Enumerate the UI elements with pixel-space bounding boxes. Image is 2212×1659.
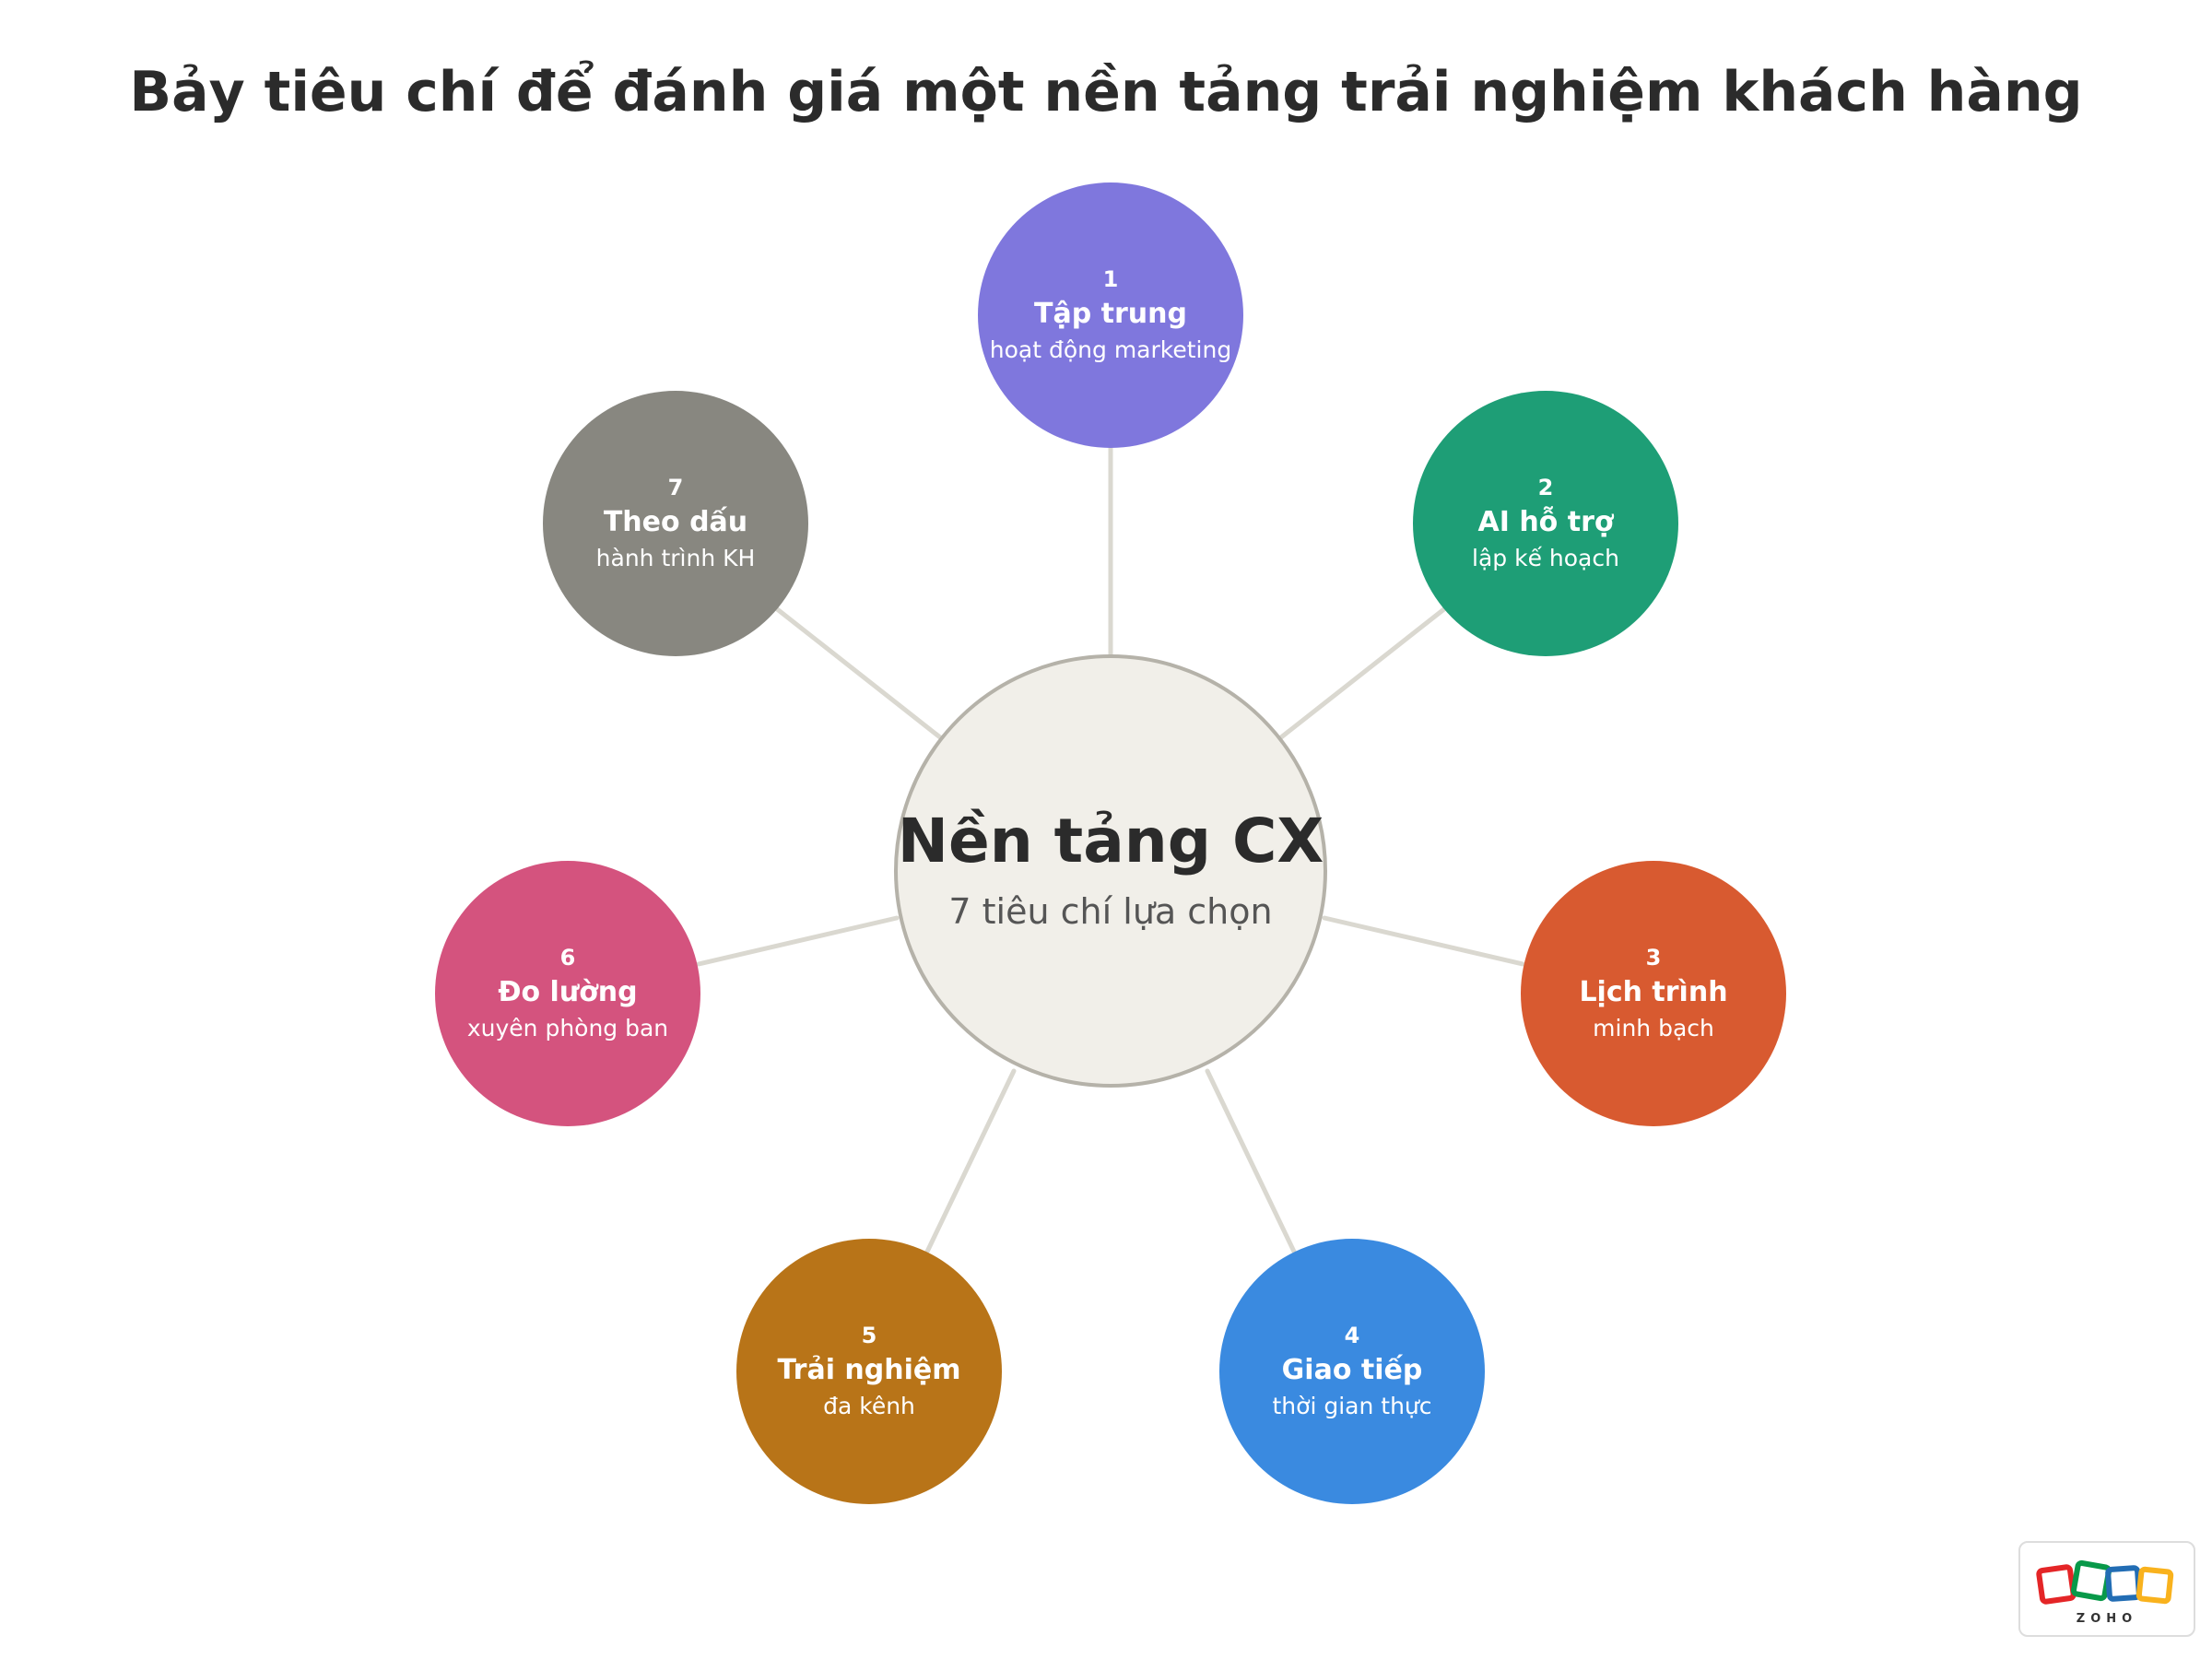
page-title: Bảy tiêu chí để đánh giá một nền tảng tr… xyxy=(129,60,2083,124)
criterion-desc: hoạt động marketing xyxy=(989,336,1232,363)
criterion-desc: minh bạch xyxy=(1593,1015,1714,1041)
criterion-number: 5 xyxy=(861,1323,877,1348)
criterion-5-circle: 5 Trải nghiệm đa kênh xyxy=(736,1239,1002,1504)
criterion-title: Đo lường xyxy=(498,976,638,1008)
criterion-desc: thời gian thực xyxy=(1272,1393,1432,1419)
logo-square-blue xyxy=(2105,1565,2142,1602)
logo-square-red xyxy=(2036,1564,2077,1605)
criterion-number: 6 xyxy=(559,945,576,971)
criterion-desc: lập kế hoạch xyxy=(1472,545,1619,571)
criterion-4-circle: 4 Giao tiếp thời gian thực xyxy=(1219,1239,1485,1504)
zoho-logo-icon: ZOHO xyxy=(2036,1559,2174,1626)
logo-square-yellow xyxy=(2136,1566,2174,1605)
criterion-title: AI hỗ trợ xyxy=(1477,506,1614,538)
criterion-2-circle: 2 AI hỗ trợ lập kế hoạch xyxy=(1413,391,1678,656)
criterion-3-circle: 3 Lịch trình minh bạch xyxy=(1521,861,1786,1126)
criterion-title: Theo dấu xyxy=(603,506,748,538)
criterion-desc: hành trình KH xyxy=(595,545,756,571)
criterion-number: 7 xyxy=(667,475,684,500)
criterion-desc: xuyên phòng ban xyxy=(466,1015,669,1041)
hub-title: Nền tảng CX xyxy=(897,806,1324,877)
criterion-title: Tập trung xyxy=(1034,298,1187,330)
criterion-6-circle: 6 Đo lường xuyên phòng ban xyxy=(435,861,700,1126)
criterion-title: Lịch trình xyxy=(1579,976,1728,1008)
connector-4 xyxy=(1205,1068,1297,1254)
criterion-title: Trải nghiệm xyxy=(777,1354,961,1386)
connector-6 xyxy=(696,915,900,967)
logo-text: ZOHO xyxy=(2077,1612,2137,1626)
criterion-desc: đa kênh xyxy=(823,1393,915,1419)
connector-7 xyxy=(773,606,943,740)
criterion-number: 1 xyxy=(1102,266,1119,292)
zoho-logo: ZOHO xyxy=(2018,1541,2195,1637)
connector-5 xyxy=(924,1068,1017,1254)
criterion-7-circle: 7 Theo dấu hành trình KH xyxy=(543,391,808,656)
criterion-title: Giao tiếp xyxy=(1281,1354,1423,1386)
connector-3 xyxy=(1322,915,1525,967)
criterion-1-circle: 1 Tập trung hoạt động marketing xyxy=(978,182,1243,448)
hub-subtitle: 7 tiêu chí lựa chọn xyxy=(948,891,1273,932)
criterion-number: 4 xyxy=(1344,1323,1360,1348)
logo-square-green xyxy=(2070,1559,2112,1602)
criterion-number: 3 xyxy=(1645,945,1662,971)
criterion-number: 2 xyxy=(1537,475,1554,500)
hub-circle: Nền tảng CX 7 tiêu chí lựa chọn xyxy=(894,654,1327,1088)
connector-2 xyxy=(1278,606,1448,740)
